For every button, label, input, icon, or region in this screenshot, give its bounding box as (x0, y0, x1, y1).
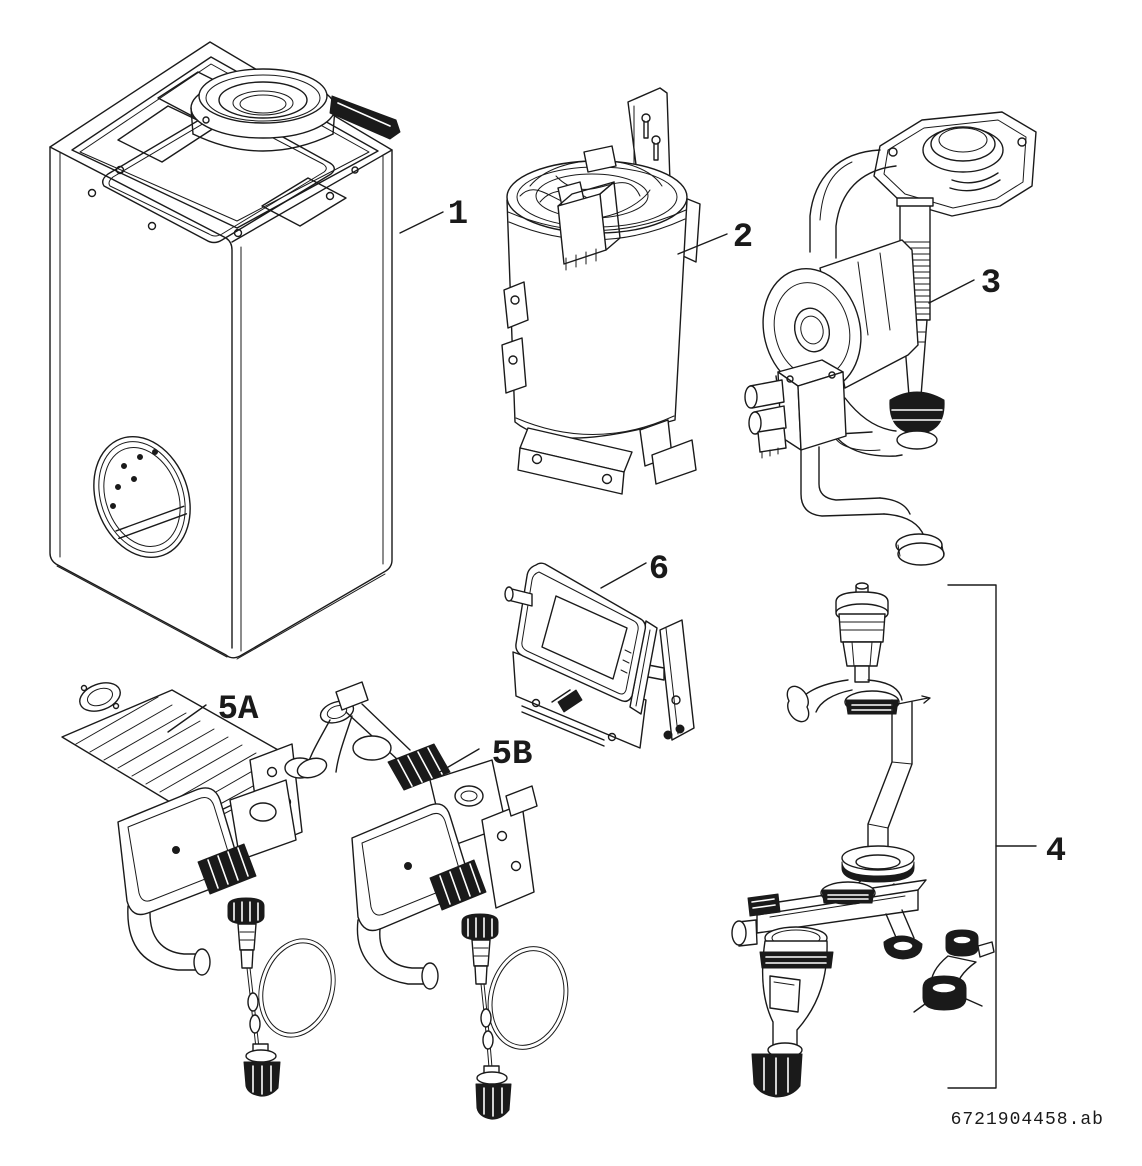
leader-line-5b (437, 748, 480, 774)
bracket-4 (947, 584, 997, 1089)
control-unit-drawing (504, 562, 695, 749)
fan-assembly-drawing (744, 111, 1037, 566)
boiler-casing-drawing (49, 41, 401, 660)
callout-5b: 5B (492, 736, 533, 774)
callout-5a: 5A (218, 691, 259, 729)
callout-4: 4 (1046, 833, 1066, 871)
leader-line-1 (399, 211, 444, 234)
leader-line-6 (600, 562, 647, 589)
hydraulic-assembly-a-drawing (61, 682, 336, 1097)
leader-line-2 (677, 233, 728, 255)
callout-6: 6 (649, 551, 669, 589)
callout-1: 1 (448, 196, 468, 234)
callout-leaders (167, 211, 1037, 1089)
callout-3: 3 (981, 265, 1001, 303)
callout-2: 2 (733, 219, 753, 257)
hydraulic-assembly-b-drawing (296, 681, 583, 1120)
leader-line-5a (167, 704, 207, 733)
callout-labels: 1 2 3 4 5A 5B 6 (218, 196, 1067, 871)
pipe-group-drawing (731, 582, 995, 1098)
document-number: 6721904458.ab (951, 1110, 1104, 1130)
leader-line-3 (928, 279, 975, 304)
heat-exchanger-drawing (501, 87, 701, 495)
